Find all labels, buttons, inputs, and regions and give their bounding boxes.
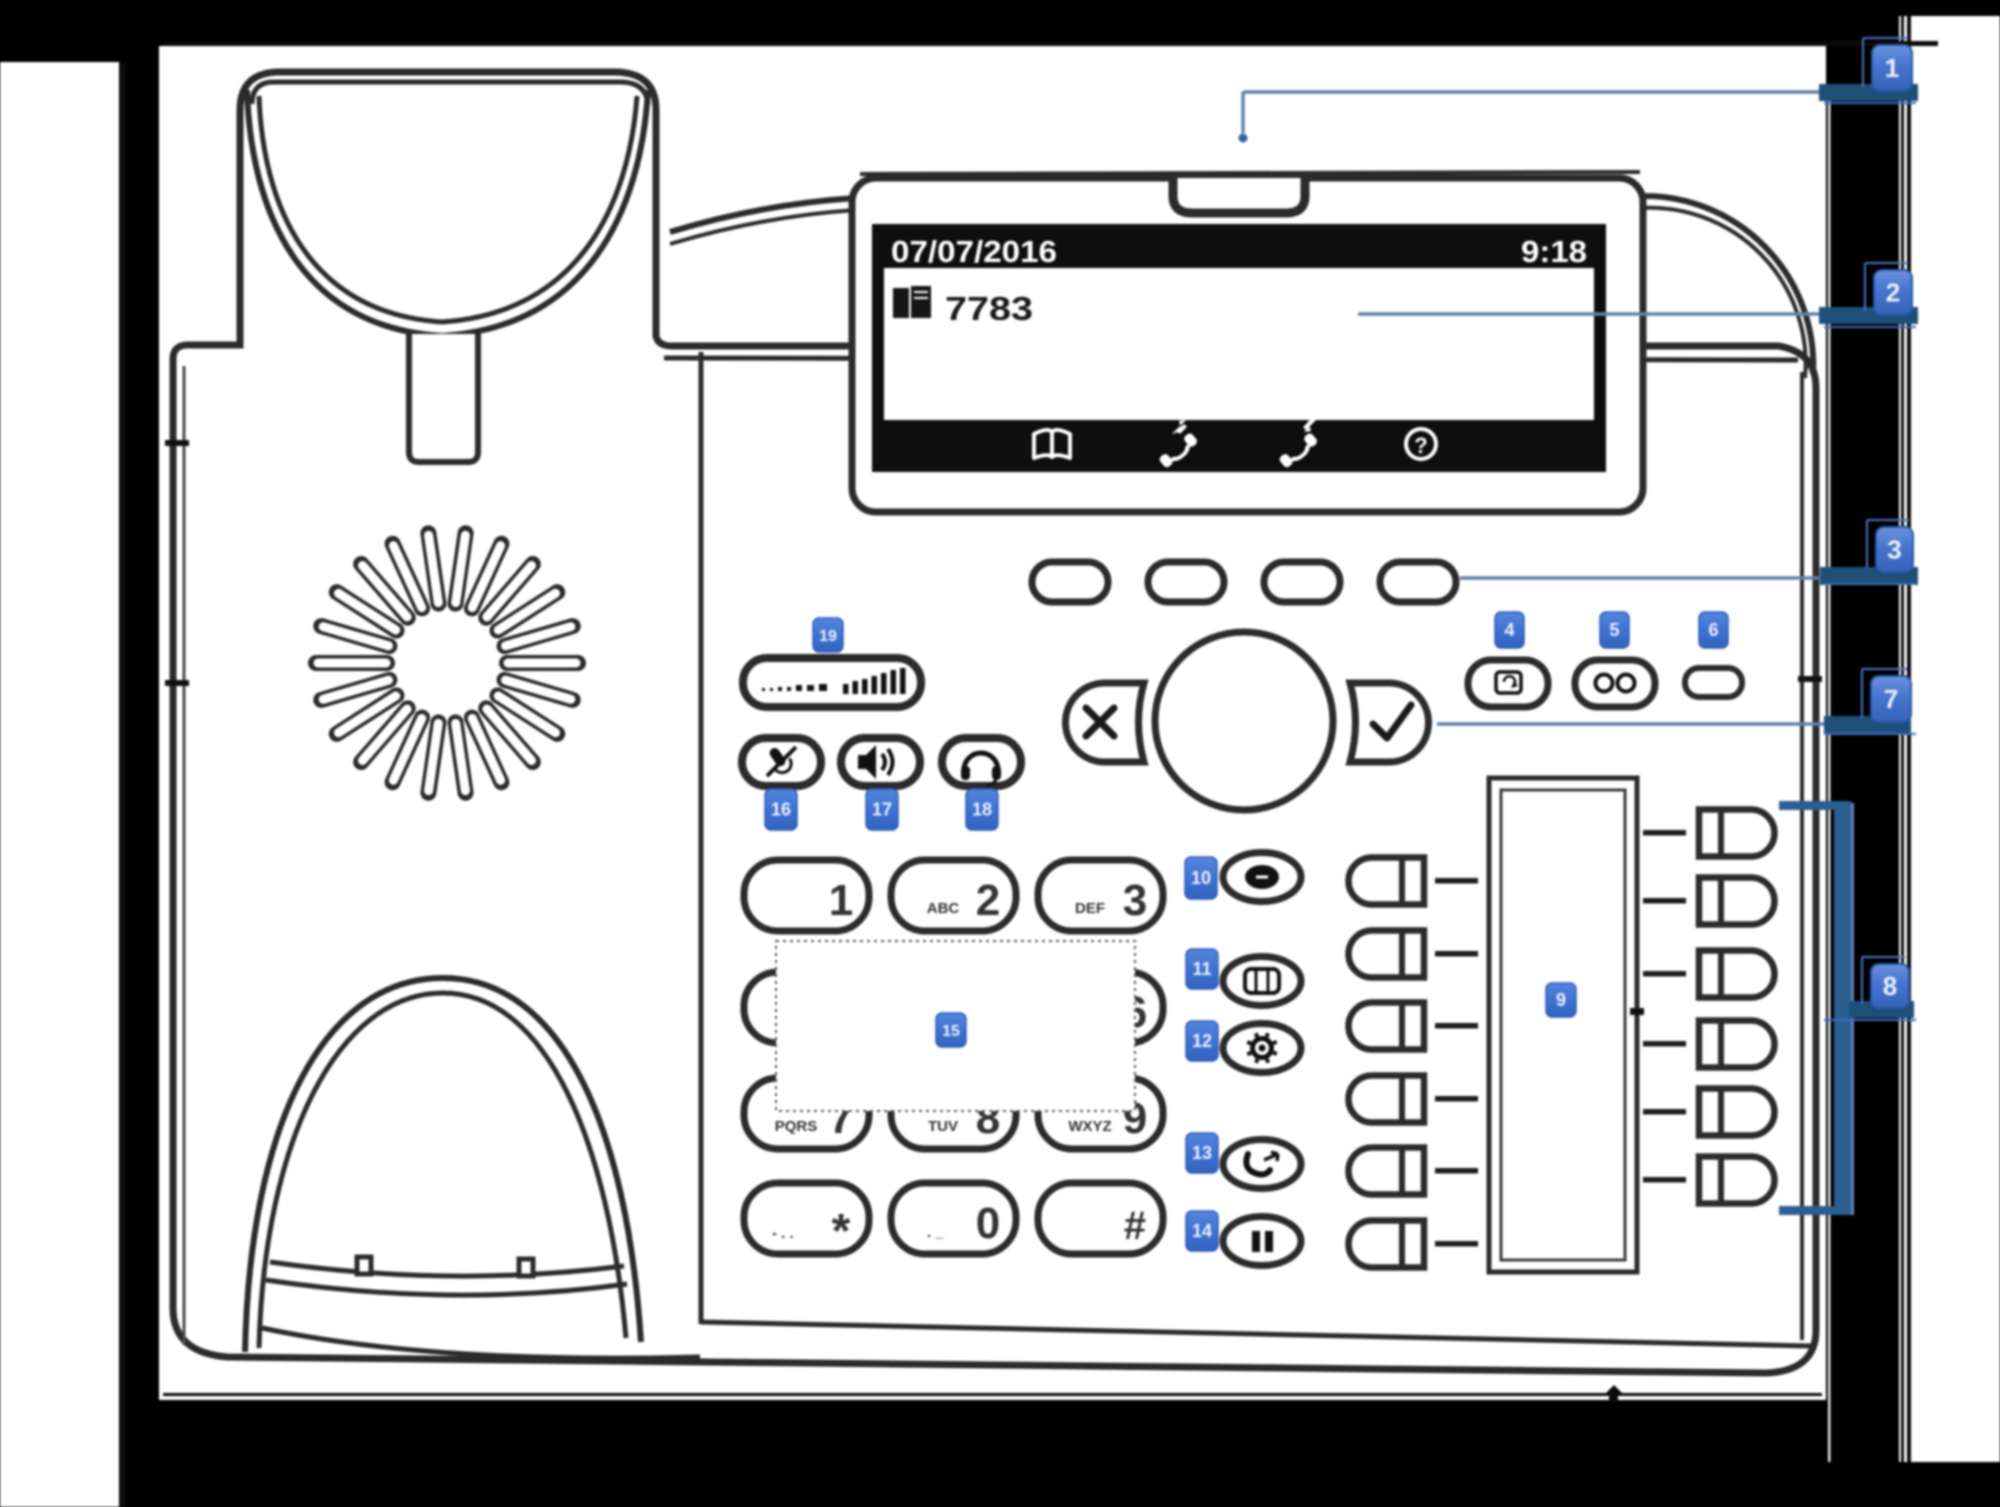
svg-text:TUV: TUV <box>928 1118 958 1135</box>
svg-text:0: 0 <box>976 1199 1000 1248</box>
svg-text:7783: 7783 <box>945 290 1033 327</box>
svg-text:ABC: ABC <box>927 900 960 917</box>
svg-text:*: * <box>832 1205 851 1258</box>
svg-text:1: 1 <box>1885 53 1899 83</box>
svg-text:18: 18 <box>972 800 992 820</box>
svg-text:. _: . _ <box>927 1224 944 1241</box>
svg-text:15: 15 <box>942 1023 960 1040</box>
svg-text:3: 3 <box>1123 876 1147 925</box>
svg-text:6: 6 <box>1708 620 1718 640</box>
svg-text:11: 11 <box>1192 959 1211 979</box>
svg-text:7: 7 <box>1884 684 1898 714</box>
svg-text:14: 14 <box>1192 1221 1212 1241</box>
svg-text:2: 2 <box>1886 278 1900 308</box>
svg-text:PQRS: PQRS <box>775 1118 818 1135</box>
svg-text:#: # <box>1124 1204 1146 1248</box>
svg-text:19: 19 <box>819 628 837 645</box>
svg-text:12: 12 <box>1192 1031 1212 1051</box>
svg-text:07/07/2016: 07/07/2016 <box>891 234 1057 269</box>
svg-text:9: 9 <box>1556 990 1566 1010</box>
svg-text:8: 8 <box>1883 971 1897 1001</box>
svg-text:1: 1 <box>829 876 853 925</box>
svg-text:5: 5 <box>1609 620 1619 640</box>
svg-text:4: 4 <box>1504 620 1514 640</box>
svg-text:?: ? <box>1414 433 1427 458</box>
svg-text:2: 2 <box>976 876 1000 925</box>
svg-text:3: 3 <box>1887 535 1901 565</box>
svg-text:10: 10 <box>1191 868 1211 888</box>
svg-text:- . .: - . . <box>772 1225 794 1242</box>
svg-text:9:18: 9:18 <box>1521 234 1587 269</box>
svg-text:16: 16 <box>771 800 791 820</box>
svg-text:DEF: DEF <box>1075 900 1105 917</box>
svg-text:13: 13 <box>1192 1143 1212 1163</box>
svg-text:17: 17 <box>872 800 892 820</box>
svg-text:WXYZ: WXYZ <box>1068 1118 1111 1135</box>
